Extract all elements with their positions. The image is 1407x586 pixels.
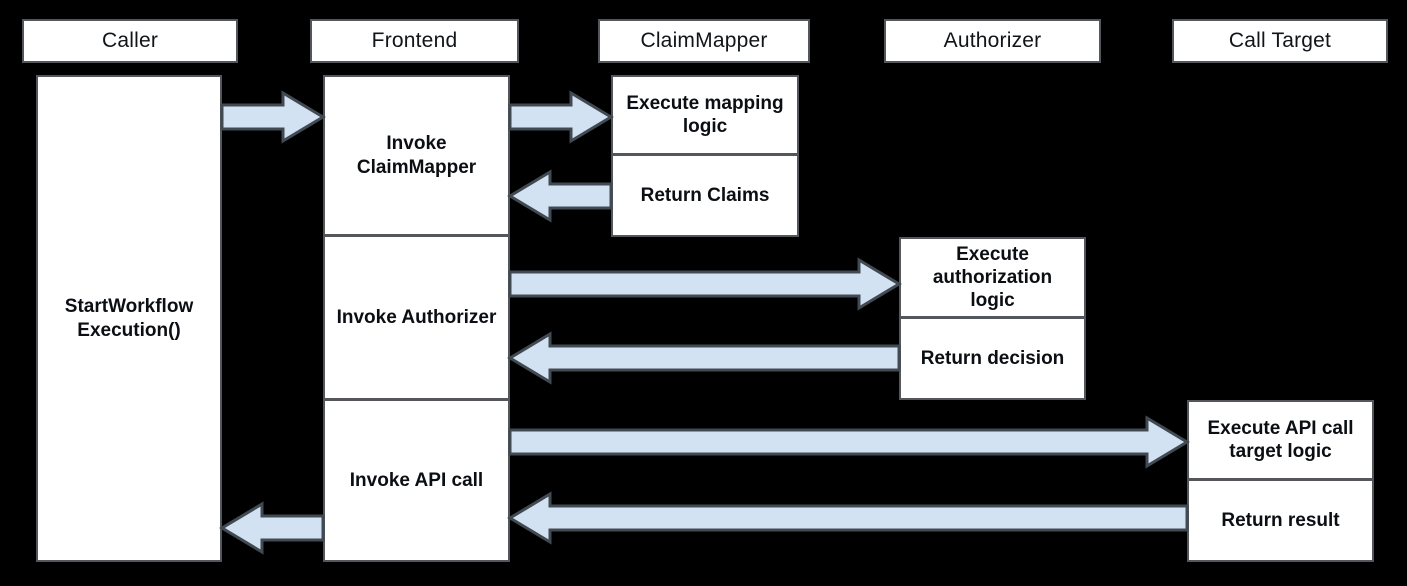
- lane-header-claimmapper-label: ClaimMapper: [640, 29, 768, 52]
- arrow-frontend-to-calltarget[interactable]: [508, 415, 1190, 469]
- lane-header-authorizer[interactable]: Authorizer: [884, 19, 1101, 63]
- activation-calltarget-execute-api[interactable]: Execute API call target logic: [1187, 400, 1374, 480]
- activation-caller-start-label: StartWorkflow Execution(): [64, 296, 194, 341]
- activation-frontend-invoke-authorizer[interactable]: Invoke Authorizer: [323, 236, 510, 400]
- arrow-claimmapper-to-frontend[interactable]: [507, 169, 613, 223]
- lane-header-frontend-label: Frontend: [371, 29, 458, 52]
- activation-frontend-invoke-authorizer-label: Invoke Authorizer: [336, 306, 497, 328]
- activation-frontend-invoke-claimmapper[interactable]: Invoke ClaimMapper: [323, 75, 510, 236]
- arrow-frontend-to-authorizer[interactable]: [508, 257, 902, 311]
- activation-claimmapper-execute-mapping-label: Execute mapping logic: [626, 92, 784, 137]
- lane-header-claimmapper[interactable]: ClaimMapper: [598, 19, 810, 63]
- lane-header-calltarget-label: Call Target: [1228, 29, 1332, 52]
- arrow-caller-to-frontend[interactable]: [220, 90, 326, 144]
- lane-header-calltarget[interactable]: Call Target: [1172, 19, 1388, 63]
- activation-authorizer-return-decision-label: Return decision: [920, 347, 1065, 369]
- activation-claimmapper-execute-mapping[interactable]: Execute mapping logic: [611, 75, 799, 155]
- activation-authorizer-execute-authz[interactable]: Execute authorization logic: [899, 237, 1086, 318]
- arrow-authorizer-to-frontend[interactable]: [507, 331, 901, 385]
- arrow-frontend-to-caller[interactable]: [219, 501, 325, 555]
- activation-frontend-invoke-api-call[interactable]: Invoke API call: [323, 400, 510, 562]
- activation-claimmapper-return-claims[interactable]: Return Claims: [611, 155, 799, 237]
- lane-header-frontend[interactable]: Frontend: [310, 19, 519, 63]
- activation-caller-start[interactable]: StartWorkflow Execution(): [36, 75, 222, 562]
- lane-header-caller-label: Caller: [101, 29, 159, 52]
- lane-header-caller[interactable]: Caller: [22, 19, 238, 63]
- activation-calltarget-return-result-label: Return result: [1221, 509, 1340, 531]
- activation-frontend-invoke-claimmapper-label: Invoke ClaimMapper: [356, 133, 477, 178]
- arrow-calltarget-to-frontend[interactable]: [507, 491, 1189, 545]
- activation-authorizer-return-decision[interactable]: Return decision: [899, 318, 1086, 400]
- activation-frontend-invoke-api-call-label: Invoke API call: [349, 469, 484, 491]
- activation-calltarget-return-result[interactable]: Return result: [1187, 480, 1374, 562]
- lane-header-authorizer-label: Authorizer: [943, 29, 1042, 52]
- arrow-frontend-to-claimmapper[interactable]: [508, 90, 614, 144]
- activation-authorizer-execute-authz-label: Execute authorization logic: [932, 243, 1053, 312]
- activation-calltarget-execute-api-label: Execute API call target logic: [1207, 417, 1354, 462]
- activation-claimmapper-return-claims-label: Return Claims: [640, 184, 770, 206]
